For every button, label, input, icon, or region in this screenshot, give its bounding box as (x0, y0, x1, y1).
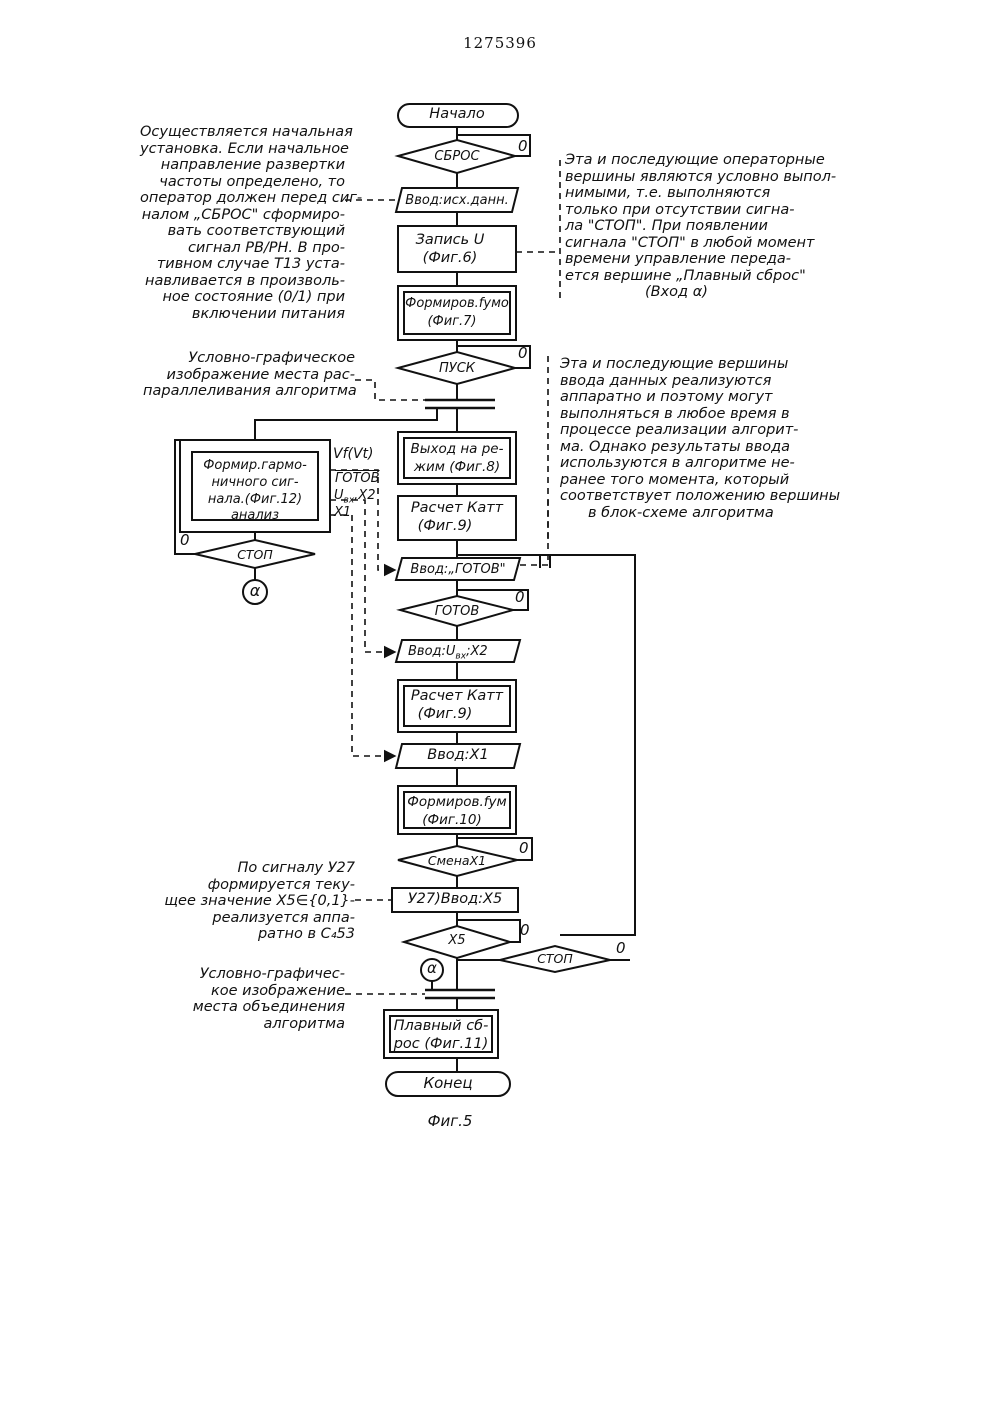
note-initial-setup: Осуществляется начальнаяустановка. Если … (140, 124, 345, 322)
x5-decision-label: X5 (448, 932, 465, 949)
y27-input-x5-label: У27)Ввод:X5 (408, 891, 502, 908)
mode-output-label-2: жим (Фиг.8) (414, 459, 500, 476)
note-parallelization: Условно-графическоеизображение места рас… (143, 350, 355, 400)
form-fumo-label-2: (Фиг.7) (427, 313, 476, 330)
change-x1-label: СменаX1 (428, 852, 486, 869)
note-join-place: Условно-графичес-кое изображениеместа об… (150, 966, 345, 1032)
zero-label-start: 0 (518, 345, 528, 362)
note-y27-signal: По сигналу У27формируется теку-щее значе… (160, 860, 355, 943)
calc-katt-1-label-2: (Фиг.9) (418, 518, 473, 535)
signal-x1: X1 (334, 504, 351, 521)
zero-label-ready: 0 (515, 589, 525, 606)
smooth-reset-label-2: рос (Фиг.11) (394, 1036, 489, 1053)
input-x1-label: Ввод:X1 (427, 747, 488, 764)
connector-alpha-bottom: α (427, 960, 437, 977)
signal-gotov: ГОТОВ (335, 470, 380, 487)
harmonic-label-2: ничного сиг- (211, 474, 298, 491)
zero-label-x5: 0 (520, 922, 530, 939)
harmonic-label-3: нала.(Фиг.12) (208, 491, 302, 508)
connector-alpha-top: α (250, 582, 261, 599)
input-initial-label: Ввод:исх.данн. (405, 192, 508, 209)
zero-label-change: 0 (519, 840, 529, 857)
start-decision-label: ПУСК (439, 360, 475, 377)
write-label-2: (Фиг.6) (423, 250, 478, 267)
harmonic-label-4: анализ (231, 507, 279, 524)
smooth-reset-label-1: Плавный сб- (394, 1018, 489, 1035)
form-fum-label-1: Формиров.fум (407, 794, 506, 811)
figure-caption: Фиг.5 (390, 1112, 510, 1130)
calc-katt-2-label-1: Расчет Катт (411, 688, 503, 705)
calc-katt-1-label-1: Расчет Катт (411, 500, 503, 517)
stop-right-label: СТОП (537, 950, 573, 967)
end-label: Конец (423, 1075, 472, 1092)
stop-left-label: СТОП (237, 546, 273, 563)
zero-label-stop-left: 0 (180, 532, 190, 549)
zero-label-reset: 0 (518, 138, 528, 155)
mode-output-block (398, 432, 516, 484)
note-data-input-vertices: Эта и последующие вершиныввода данных ре… (560, 356, 840, 521)
input-ready-label: Ввод:„ГОТОВ" (410, 561, 505, 578)
signal-vf: Vf(Vt) (333, 446, 374, 463)
zero-label-stop-right: 0 (616, 940, 626, 957)
write-label-1: Запись U (416, 232, 485, 249)
input-u-x2-label: Ввод:Uвх;X2 (408, 643, 488, 666)
form-fum-label-2: (Фиг.10) (422, 812, 482, 829)
form-fumo-label-1: Формиров.fумо (405, 295, 509, 312)
harmonic-label-1: Формир.гармо- (203, 457, 307, 474)
start-label: Начало (429, 106, 484, 123)
reset-decision-label: СБРОС (434, 148, 479, 165)
ready-decision-label: ГОТОВ (435, 603, 480, 620)
calc-katt-2-label-2: (Фиг.9) (418, 706, 473, 723)
note-operator-vertices: Эта и последующие операторныевершины явл… (565, 152, 836, 301)
mode-output-label-1: Выход на ре- (411, 441, 504, 458)
